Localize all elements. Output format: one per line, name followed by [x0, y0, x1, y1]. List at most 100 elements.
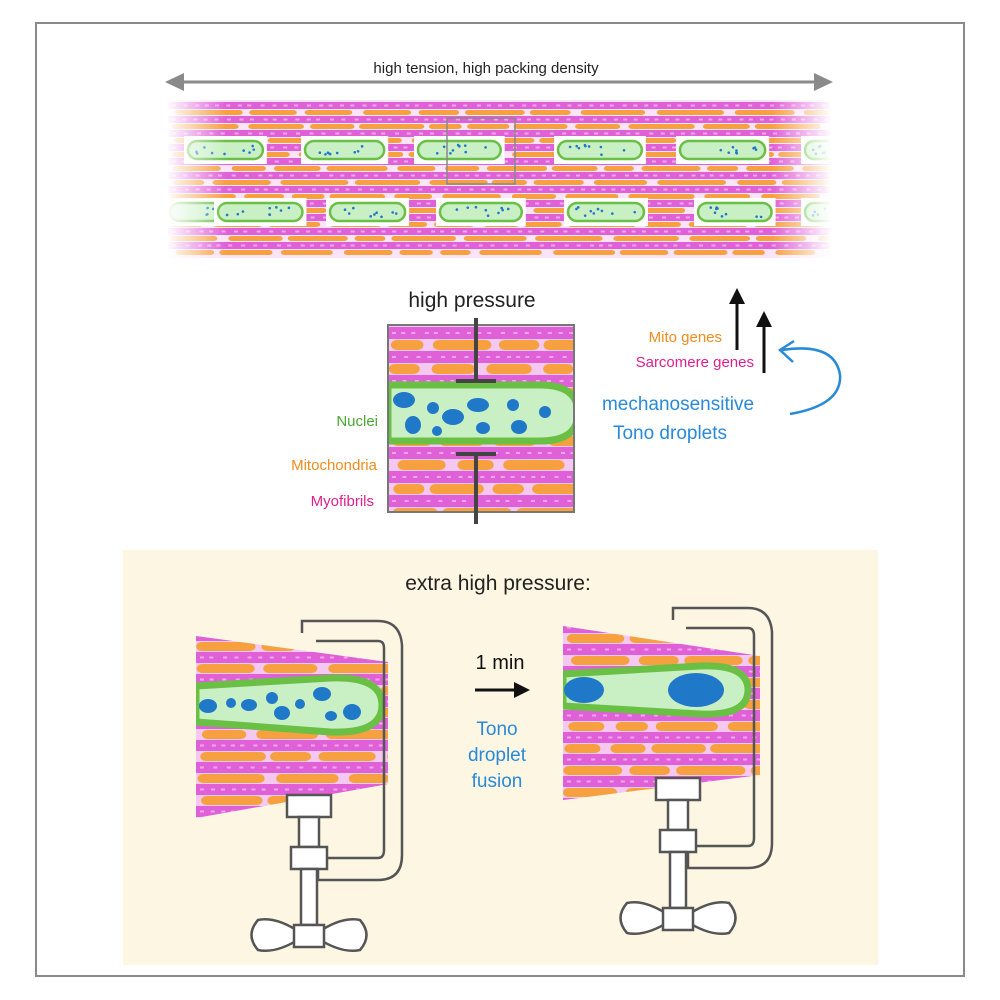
sarcomere-band	[589, 244, 594, 247]
sarcomere-band	[513, 244, 518, 247]
sarcomere-band	[704, 188, 709, 191]
sarcomere-band	[505, 500, 510, 502]
sarcomere-band	[528, 230, 533, 233]
sarcomere-band	[525, 244, 530, 247]
droplet	[375, 211, 378, 215]
sarcomere-band	[403, 146, 408, 149]
sarcomere-band	[429, 132, 434, 135]
sarcomere-band	[697, 648, 702, 651]
mitochondrion	[432, 340, 492, 350]
sarcomere-band	[343, 656, 348, 659]
mitochondrion	[212, 180, 271, 185]
sarcomere-band	[524, 202, 529, 205]
sarcomere-band	[558, 332, 563, 334]
mitochondrion	[629, 766, 670, 775]
droplet	[709, 206, 713, 209]
mitochondrion	[651, 744, 706, 753]
sarcomere-band	[676, 736, 681, 739]
sarcomere-band	[289, 174, 294, 177]
mitochondrion	[511, 194, 557, 199]
sarcomere-band	[626, 132, 631, 135]
droplet	[442, 145, 446, 149]
sarcomere-band	[382, 188, 387, 191]
droplet	[326, 151, 330, 155]
droplet	[866, 208, 869, 211]
sarcomere-band	[287, 244, 292, 247]
droplet	[622, 148, 626, 152]
sarcomere-band	[735, 188, 740, 191]
sarcomere-band	[567, 648, 571, 651]
label-nuclei: Nuclei	[336, 413, 378, 430]
sarcomere-band	[762, 174, 767, 177]
mitochondrion	[326, 166, 388, 171]
sarcomere-band	[753, 174, 758, 177]
sarcomere-band	[461, 500, 466, 502]
mitochondrion	[273, 166, 321, 171]
sarcomere-band	[468, 118, 473, 121]
sarcomere-band	[667, 104, 672, 107]
sarcomere-band	[685, 736, 690, 739]
sarcomere-band	[559, 380, 564, 382]
sarcomere-band	[337, 230, 342, 233]
mitochondrion	[656, 110, 724, 115]
mitochondrion	[467, 124, 510, 129]
c-clamp-left-icon	[250, 619, 404, 952]
sarcomere-band	[424, 118, 429, 121]
sarcomere-band	[354, 744, 359, 747]
nucleus	[556, 139, 644, 161]
sarcomere-band	[705, 736, 710, 739]
sarcomere-band	[329, 656, 334, 659]
droplet	[576, 206, 580, 209]
sarcomere-band	[503, 160, 508, 163]
myofibril	[168, 130, 830, 137]
droplet	[876, 214, 879, 217]
mitochondrion	[543, 364, 574, 374]
mitochondrion	[512, 152, 565, 157]
droplet	[611, 212, 614, 215]
sarcomere-band	[209, 656, 214, 659]
droplet	[592, 212, 596, 215]
sarcomere-band	[570, 452, 574, 454]
high-pressure-title: high pressure	[408, 289, 535, 312]
sarcomere-band	[351, 174, 356, 177]
sarcomere-band	[414, 118, 419, 121]
sarcomere-band	[524, 332, 529, 334]
droplet	[275, 206, 278, 209]
sarcomere-band	[600, 104, 605, 107]
sarcomere-band	[540, 476, 545, 478]
sarcomere-band	[421, 174, 426, 177]
sarcomere-band	[746, 188, 751, 191]
sarcomere-band	[768, 146, 773, 149]
sarcomere-band	[569, 332, 574, 334]
droplet	[352, 206, 355, 210]
sarcomere-band	[730, 736, 735, 739]
sarcomere-band	[691, 174, 696, 177]
sarcomere-band	[295, 118, 300, 121]
sarcomere-band	[473, 230, 478, 233]
sarcomere-band	[663, 244, 668, 247]
sarcomere-band	[416, 202, 421, 205]
sarcomere-band	[478, 132, 483, 135]
sarcomere-band	[450, 452, 455, 454]
sarcomere-band	[322, 216, 327, 219]
sarcomere-band	[329, 174, 334, 177]
mitochondrion	[551, 166, 598, 171]
sarcomere-band	[730, 174, 735, 177]
sarcomere-band	[710, 648, 715, 651]
droplet	[252, 148, 256, 151]
mitochondrion	[657, 180, 727, 185]
sarcomere-band	[748, 244, 753, 247]
sarcomere-band	[653, 174, 658, 177]
sarcomere-band	[350, 230, 355, 233]
sarcomere-band	[309, 132, 314, 135]
droplet	[873, 213, 876, 216]
sarcomere-band	[507, 356, 512, 358]
sarcomere-band	[567, 736, 571, 739]
sarcomere-band	[258, 174, 263, 177]
sarcomere-band	[709, 174, 714, 177]
sarcomere-band	[497, 104, 502, 107]
mitochondrion	[702, 124, 750, 129]
nucleus	[696, 201, 773, 223]
sarcomere-band	[722, 758, 727, 761]
sarcomere-band	[686, 244, 691, 247]
